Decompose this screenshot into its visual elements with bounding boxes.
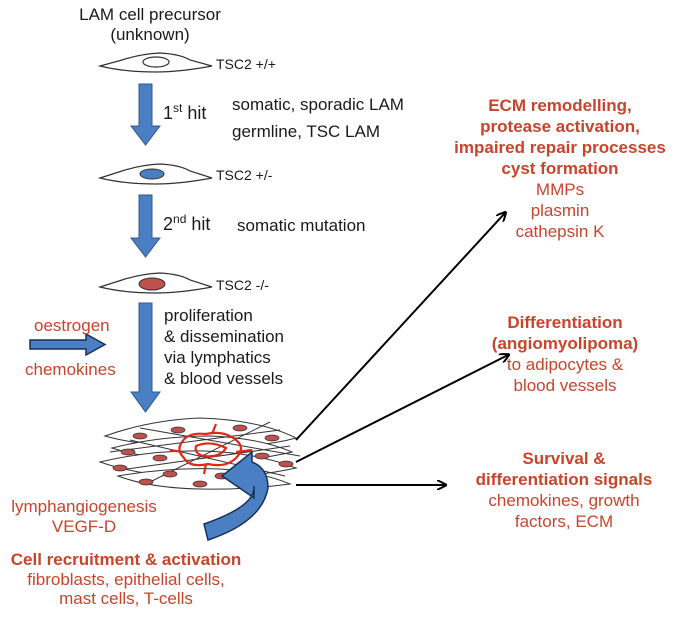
second-hit-description: somatic mutation xyxy=(237,216,366,235)
diff-item-2: blood vessels xyxy=(513,376,617,395)
tsc2-wt-label: TSC2 +/+ xyxy=(216,56,276,72)
tsc2-null-label: TSC2 -/- xyxy=(216,277,269,293)
down-arrow-1 xyxy=(129,83,162,146)
progression-line-2: & dissemination xyxy=(164,327,285,346)
down-arrow-2 xyxy=(129,194,162,258)
down-arrow-3 xyxy=(130,302,161,413)
first-hit-option-2: germline, TSC LAM xyxy=(232,122,381,141)
first-hit-option-1: somatic, sporadic LAM xyxy=(232,95,404,114)
survival-block: Survival & differentiation signals chemo… xyxy=(452,448,676,532)
first-hit-suffix: st xyxy=(173,101,183,115)
arrow-to-diff xyxy=(295,355,508,463)
recruitment-block: Cell recruitment & activation fibroblast… xyxy=(0,550,252,609)
progression-line-1: proliferation xyxy=(164,306,253,325)
differentiation-block: Differentiation (angiomyolipoma) to adip… xyxy=(470,312,660,396)
cell-tsc2-het xyxy=(97,163,213,185)
lam-cell-cluster xyxy=(98,417,301,490)
ecm-title-4: cyst formation xyxy=(501,159,619,178)
ecm-item-3: cathepsin K xyxy=(515,222,605,241)
diff-item-1: to adipocytes & xyxy=(506,355,624,374)
arrow-to-ecm xyxy=(295,213,505,441)
ecm-title-1: ECM remodelling, xyxy=(488,96,632,115)
lymphatic-vessel-outline xyxy=(169,423,253,475)
second-hit-number: 2 xyxy=(163,214,174,234)
first-hit-number: 1 xyxy=(163,103,174,123)
curved-arrow xyxy=(203,450,269,541)
cell-tsc2-wt xyxy=(97,52,213,73)
chemokines-label: chemokines xyxy=(25,360,116,379)
ecm-item-2: plasmin xyxy=(530,201,590,220)
precursor-line1: LAM cell precursor xyxy=(79,5,221,24)
diff-title-1: Differentiation xyxy=(507,313,623,332)
first-hit-word: hit xyxy=(187,103,207,123)
precursor-label: LAM cell precursor (unknown) xyxy=(70,5,230,44)
recruitment-line-2: mast cells, T-cells xyxy=(59,589,193,609)
cell-tsc2-null xyxy=(97,272,213,294)
oestrogen-label: oestrogen xyxy=(34,316,110,335)
first-hit-label: 1st hit xyxy=(163,101,207,124)
lymph-line-2: VEGF-D xyxy=(51,516,117,536)
progression-line-3: via lymphatics xyxy=(164,348,271,367)
surv-title-1: Survival & xyxy=(522,449,606,468)
surv-item-2: factors, ECM xyxy=(514,512,614,531)
ecm-title-3: impaired repair processes xyxy=(454,138,666,157)
ecm-block: ECM remodelling, protease activation, im… xyxy=(440,95,680,242)
ecm-title-2: protease activation, xyxy=(480,117,640,136)
lymph-line-1: lymphangiogenesis xyxy=(11,497,157,516)
recruitment-line-1: fibroblasts, epithelial cells, xyxy=(27,569,225,589)
surv-title-2: differentiation signals xyxy=(475,470,653,489)
surv-item-1: chemokines, growth xyxy=(488,491,640,510)
progression-text: proliferation & dissemination via lympha… xyxy=(164,305,284,389)
recruitment-title: Cell recruitment & activation xyxy=(10,550,242,569)
lymphangiogenesis-label: lymphangiogenesis VEGF-D xyxy=(0,497,168,536)
tsc2-het-label: TSC2 +/- xyxy=(216,167,273,183)
ecm-item-1: MMPs xyxy=(535,180,585,199)
input-arrow xyxy=(29,332,107,357)
second-hit-suffix: nd xyxy=(173,212,187,226)
precursor-line2: (unknown) xyxy=(110,24,190,44)
progression-line-4: & blood vessels xyxy=(164,369,284,388)
second-hit-label: 2nd hit xyxy=(163,212,211,235)
diff-title-2: (angiomyolipoma) xyxy=(491,334,639,353)
second-hit-word: hit xyxy=(191,214,211,234)
